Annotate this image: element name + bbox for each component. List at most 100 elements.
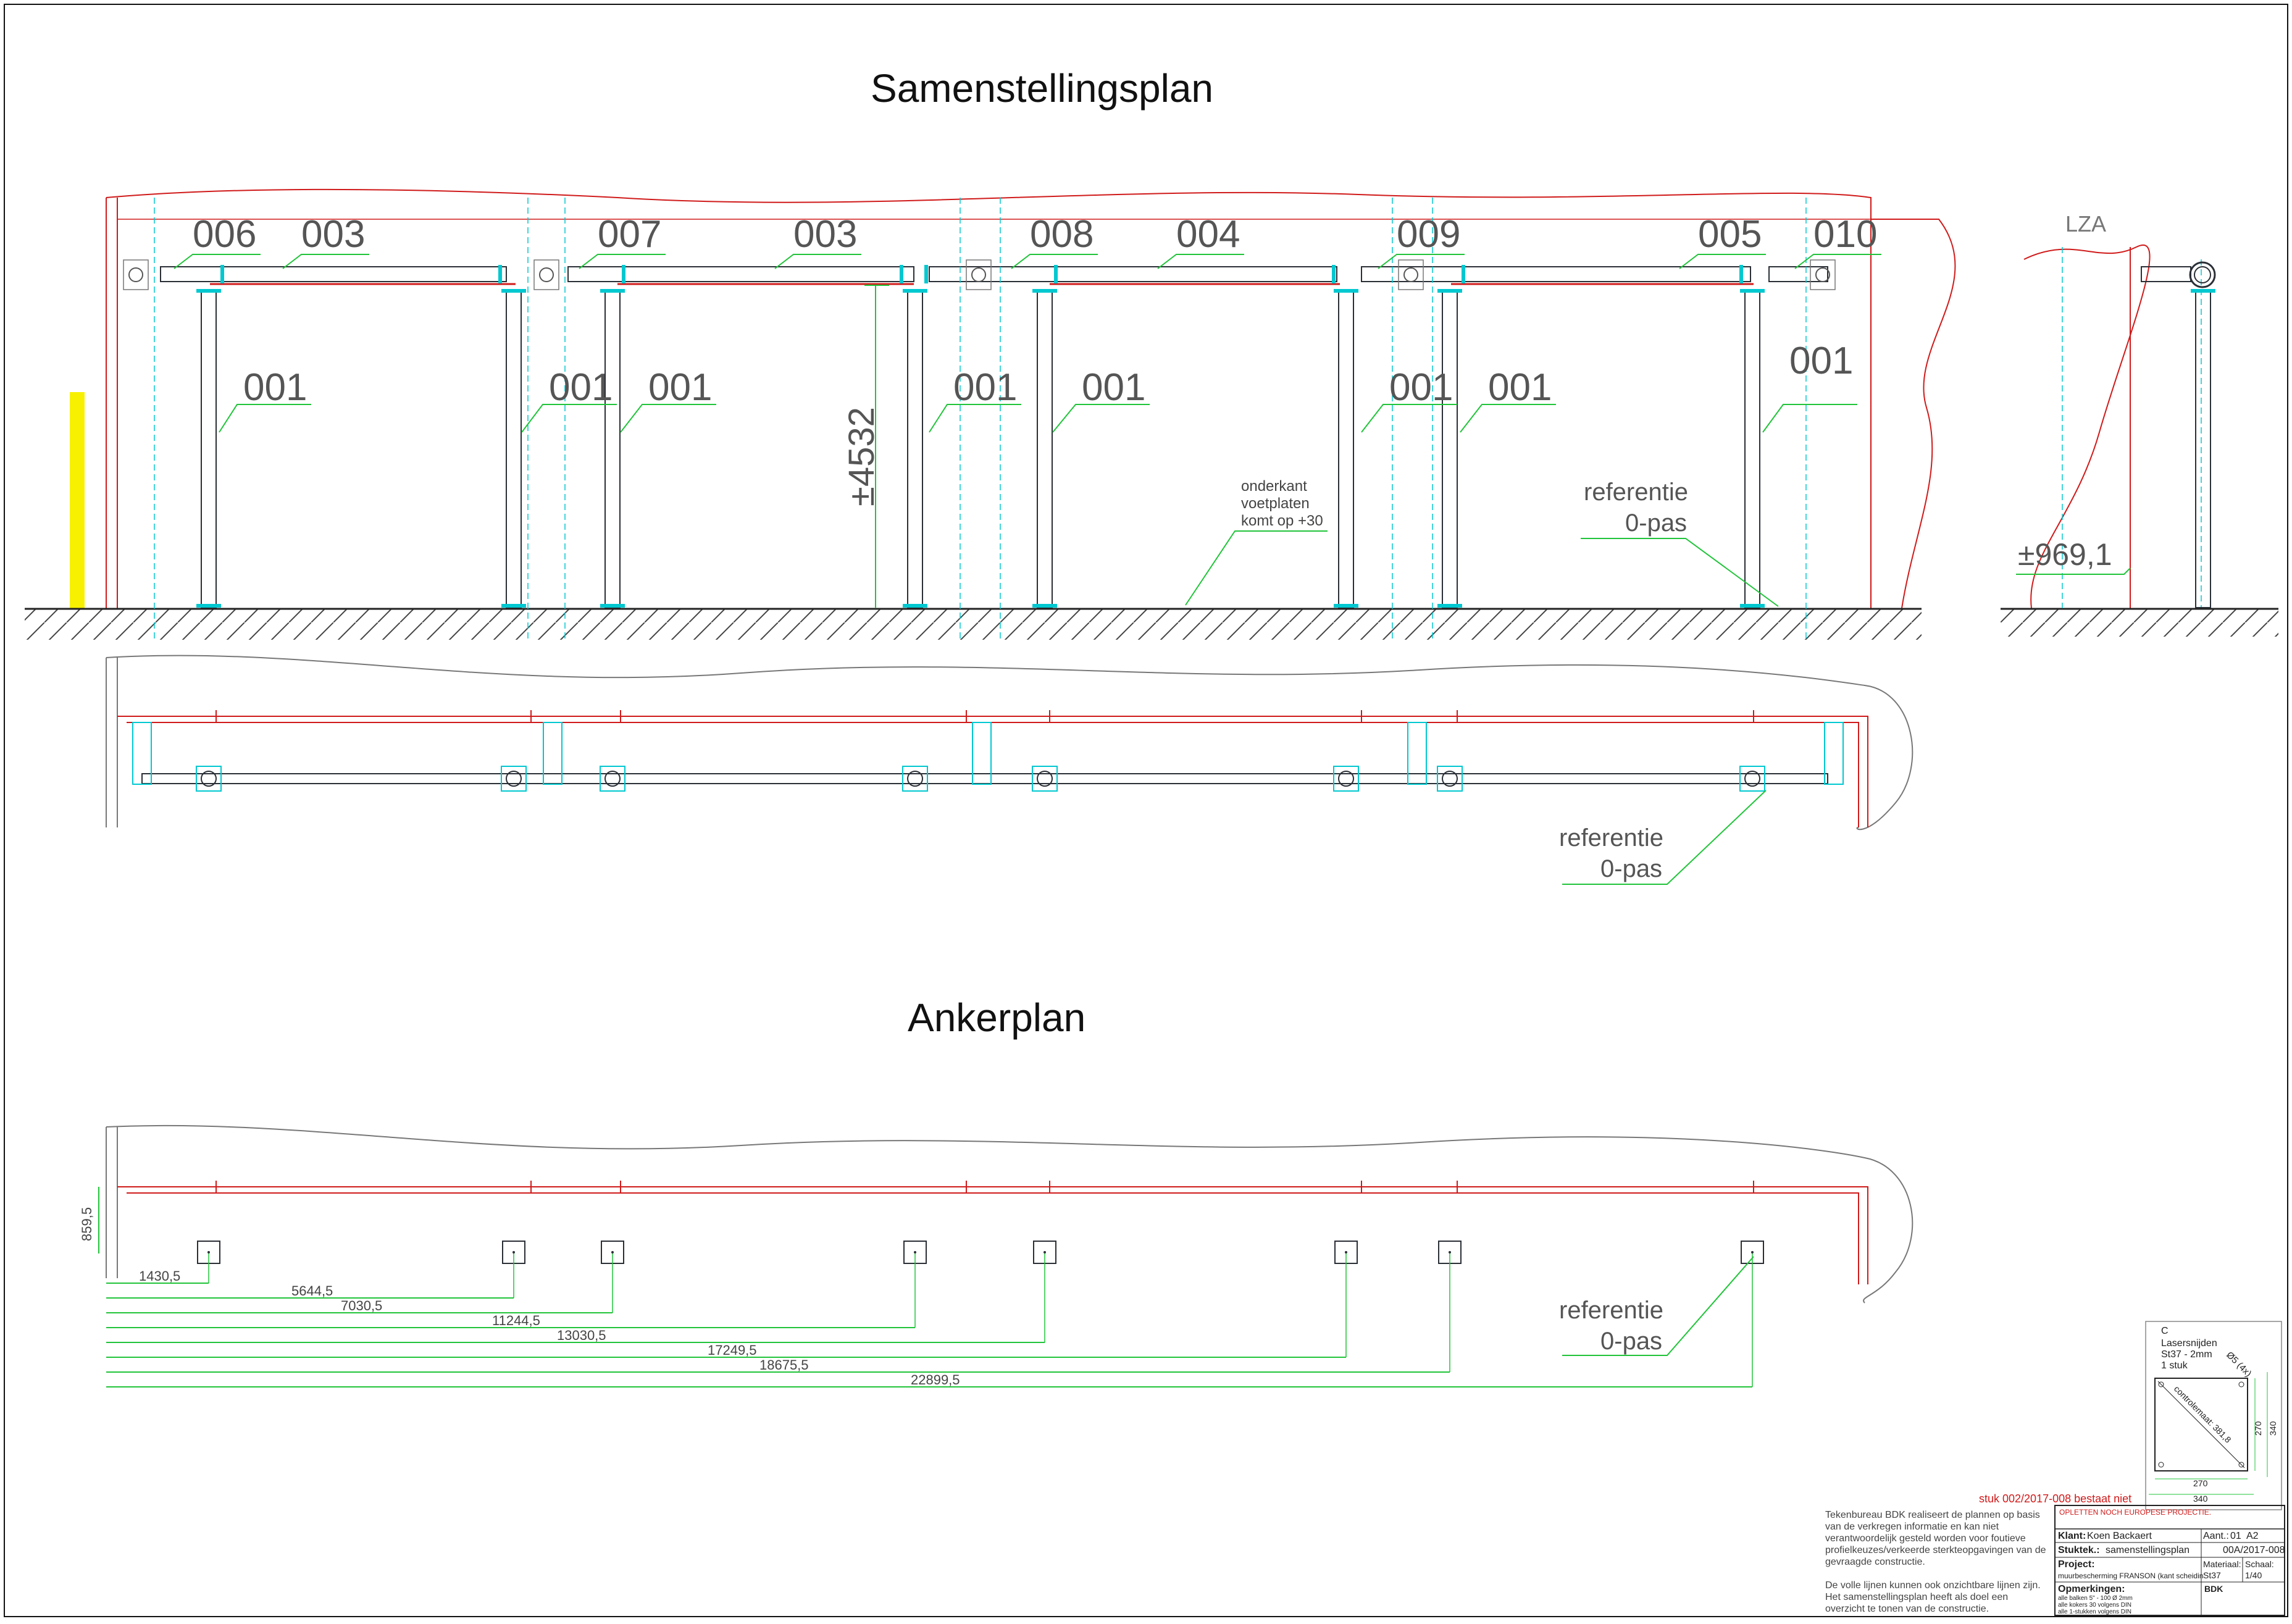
tb-material: St37 (2203, 1570, 2221, 1580)
column-cap-plate (1740, 289, 1765, 293)
tb-scale-label: Schaal: (2245, 1559, 2274, 1569)
lza-height: ±969,1 (2018, 537, 2112, 572)
anchor-center (914, 1251, 916, 1254)
tube-joint-plate (498, 265, 502, 283)
column-leader (219, 404, 311, 433)
tb-remark-1: alle balken 5" - 100 Ø 2mm (2058, 1595, 2133, 1602)
column-leader (521, 404, 617, 433)
anchor-ticks (215, 1181, 1754, 1193)
footplate-note-3: komt op +30 (1241, 513, 1323, 529)
plan-end-bracket (543, 722, 563, 785)
wall-breakline (1871, 219, 1956, 609)
column-label: 001 (1488, 366, 1552, 409)
anchor-dim-label: 17249,5 (708, 1342, 757, 1358)
column-foot-plate (1334, 604, 1358, 608)
column-label: 001 (648, 366, 712, 409)
column-foot-plate (1740, 604, 1765, 608)
detail-width-outer: 340 (2193, 1494, 2208, 1504)
plan-end-bracket (1824, 722, 1844, 785)
tube-end-box (533, 259, 559, 290)
plan-post (1744, 771, 1760, 787)
anchor-center (1449, 1251, 1451, 1254)
column-leader (929, 404, 1021, 433)
tube-end-caps (123, 259, 1836, 290)
plan-end-bracket (132, 722, 152, 785)
tb-material-label: Materiaal: (2203, 1559, 2241, 1569)
tb-piece-label: Stuktek.: (2058, 1545, 2100, 1555)
tb-project: muurbescherming FRANSON (kant scheidin (2058, 1572, 2203, 1580)
column-label: 001 (243, 366, 307, 409)
plan-end-bracket (972, 722, 992, 785)
disclaimer-line: De volle lijnen kunnen ook onzichtbare l… (1825, 1580, 2041, 1591)
column-cap-plate (1334, 289, 1358, 293)
anchor-dim-label: 13030,5 (557, 1328, 606, 1343)
plan-post-plate (501, 766, 527, 792)
column-leader (1052, 404, 1150, 433)
column-label: 001 (549, 366, 613, 409)
plan-wall (106, 655, 1913, 831)
column-cap-plate (501, 289, 526, 293)
lza-side-view: LZA ±969,1 (2001, 211, 2278, 637)
tb-client: Koen Backaert (2087, 1531, 2152, 1541)
anchor-center (1345, 1251, 1347, 1254)
stuk-note: stuk 002/2017-008 bestaat niet (1979, 1492, 2131, 1505)
detail-process: Lasersnijden (2161, 1338, 2217, 1349)
column-leader (1361, 404, 1457, 433)
sheet-border (4, 4, 2288, 1617)
plan-post (201, 771, 217, 787)
anchor-center (207, 1251, 210, 1254)
tb-remark-2: alle kokers 30 volgens DIN (2058, 1602, 2131, 1609)
detail-width-inner: 270 (2193, 1478, 2208, 1488)
tb-drawing-no: 00A/2017-008 (2223, 1545, 2285, 1555)
plan-posts (132, 722, 1844, 792)
disclaimer-line: Tekenbureau BDK realiseert de plannen op… (1825, 1510, 2040, 1520)
part-leader (1378, 254, 1465, 269)
part-leader (774, 254, 861, 269)
part-label: 010 (1813, 213, 1877, 256)
footplate-note-1: onderkant (1241, 478, 1307, 495)
detail-height-inner: 270 (2253, 1421, 2263, 1436)
columns (196, 289, 1765, 608)
tube-end-circle (128, 267, 143, 282)
plan-post (1037, 771, 1053, 787)
plan-reference-1: referentie (1559, 824, 1663, 852)
detail-qty: 1 stuk (2161, 1360, 2188, 1371)
part-leader (1679, 254, 1766, 269)
disclaimer-line: Het samenstellingsplan heeft als doel ee… (1825, 1592, 2008, 1602)
footplate-note-2: voetplaten (1241, 495, 1310, 512)
column-cap-plate (600, 289, 625, 293)
anchor-center (512, 1251, 515, 1254)
elevation-reference-2: 0-pas (1625, 509, 1687, 537)
column-cap-plate (903, 289, 927, 293)
column-cap-plate (196, 289, 221, 293)
tb-bdk: BDK (2204, 1584, 2223, 1594)
tb-scale: 1/40 (2245, 1570, 2262, 1580)
tube-end-box (1398, 259, 1424, 290)
column-label: 001 (1082, 366, 1145, 409)
anchor-reference-2: 0-pas (1600, 1328, 1662, 1355)
wall-outline (106, 188, 1872, 608)
anchor-dim-label: 18675,5 (759, 1357, 809, 1373)
column-foot-plate (1437, 604, 1462, 608)
disclaimer-line: van de verkregen informatie en kan niet (1825, 1521, 1999, 1532)
tube-end-box (1810, 259, 1836, 290)
tube-joint-plate (900, 265, 903, 283)
anchor-center (1751, 1251, 1754, 1254)
column-foot-plate (1032, 604, 1057, 608)
part-label: 003 (793, 213, 857, 256)
tb-piece: samenstellingsplan (2106, 1545, 2190, 1555)
disclaimer: Tekenbureau BDK realiseert de plannen op… (1825, 1510, 2046, 1614)
column-foot-plate (600, 604, 625, 608)
plan-post-plate (1437, 766, 1463, 792)
tube-joint-plate (220, 265, 224, 283)
disclaimer-line: gevraagde constructie. (1825, 1557, 1925, 1567)
plan-post-plate (1032, 766, 1058, 792)
detail-material: St37 - 2mm (2161, 1349, 2212, 1360)
column-cap-plate (1032, 289, 1057, 293)
part-leader (282, 254, 369, 269)
plan-end-bracket (1407, 722, 1427, 785)
tb-client-label: Klant: (2058, 1531, 2086, 1541)
